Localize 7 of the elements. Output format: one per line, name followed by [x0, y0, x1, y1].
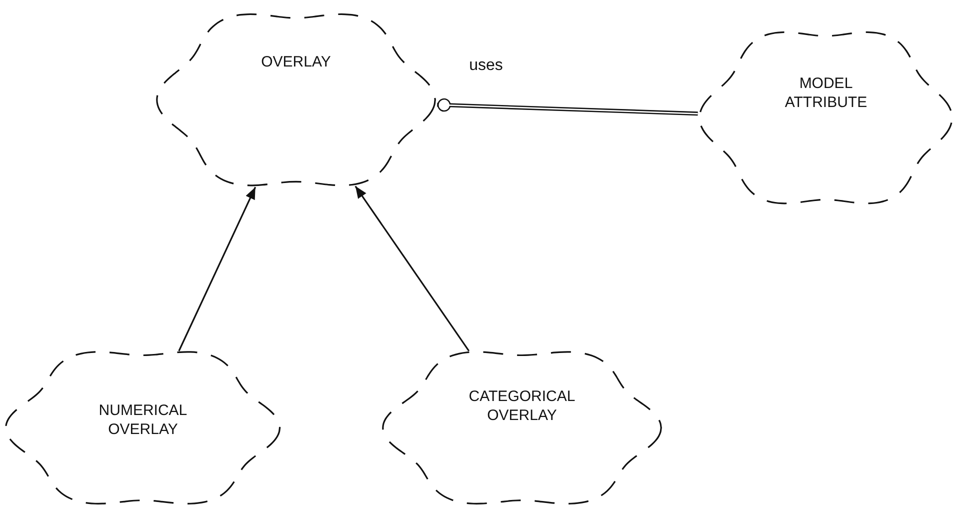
class-name: CATEGORICAL OVERLAY: [468, 386, 576, 425]
connector: [354, 186, 470, 352]
class-name: MODEL ATTRIBUTE: [784, 74, 868, 112]
class-name: NUMERICAL OVERLAY: [98, 400, 188, 439]
connector: [437, 98, 698, 116]
class-name: OVERLAY: [261, 52, 331, 72]
connector: [178, 186, 256, 352]
